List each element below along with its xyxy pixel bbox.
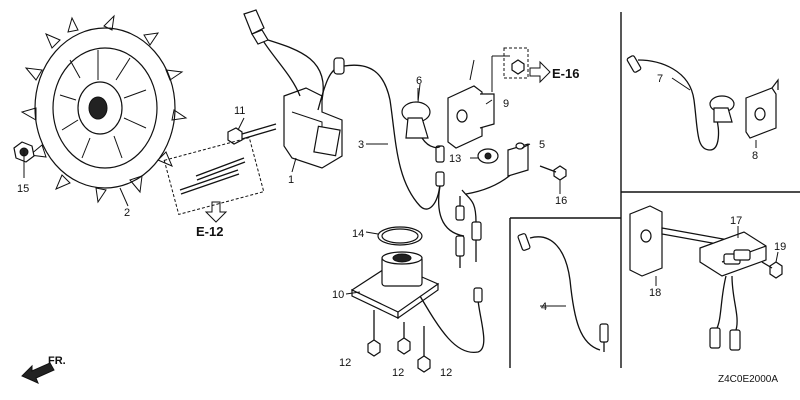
front-direction-arrow: FR. xyxy=(21,355,66,384)
wire-harness xyxy=(333,57,517,268)
callout-7: 7 xyxy=(657,73,663,85)
callout-18: 18 xyxy=(649,287,661,299)
callout-6: 6 xyxy=(416,75,422,87)
bolt-19 xyxy=(761,261,783,279)
o-ring xyxy=(377,226,423,246)
wire-clamp xyxy=(477,148,499,164)
flywheel xyxy=(20,14,188,204)
callout-14: 14 xyxy=(352,228,364,240)
panel-dividers xyxy=(509,12,800,368)
callout-15: 15 xyxy=(17,183,29,195)
wire-4 xyxy=(517,233,609,352)
callout-12b: 12 xyxy=(392,367,404,379)
direction-label: FR. xyxy=(48,355,66,367)
callout-12c: 12 xyxy=(440,367,452,379)
callout-17: 17 xyxy=(730,215,742,227)
callout-16: 16 xyxy=(555,195,567,207)
flange-bolt-c xyxy=(417,326,431,373)
switch-8 xyxy=(745,78,779,139)
ignition-coil xyxy=(243,9,343,169)
callout-12a: 12 xyxy=(339,357,351,369)
callout-4: 4 xyxy=(541,301,547,313)
callout-5: 5 xyxy=(539,139,545,151)
callout-19: 19 xyxy=(774,241,786,253)
callout-8: 8 xyxy=(752,150,758,162)
flange-bolt-b xyxy=(397,322,411,355)
switch-bracket xyxy=(447,47,551,149)
flywheel-nut xyxy=(13,141,35,178)
diagram-code: Z4C0E2000A xyxy=(718,374,778,385)
oil-level-switch xyxy=(350,251,485,353)
callout-10: 10 xyxy=(332,289,344,301)
callout-labels: 1 2 3 4 5 6 7 8 9 10 11 12 12 12 13 14 1… xyxy=(17,73,786,379)
leader-lines xyxy=(119,77,779,307)
flange-bolts xyxy=(367,310,431,373)
callout-3: 3 xyxy=(358,139,364,151)
callout-13: 13 xyxy=(449,153,461,165)
oil-alert-switch xyxy=(401,83,441,149)
ref-e16: E-16 xyxy=(552,66,579,81)
callout-1: 1 xyxy=(288,174,294,186)
ref-e12: E-12 xyxy=(196,224,223,239)
stud-bolts-group xyxy=(163,136,265,223)
bolt-16 xyxy=(539,165,567,181)
flange-bolt-a xyxy=(367,310,381,357)
callout-2: 2 xyxy=(124,207,130,219)
control-unit xyxy=(699,231,767,351)
rectifier-diode xyxy=(507,142,529,177)
coil-bolt xyxy=(227,117,277,145)
wire-7 xyxy=(626,55,735,151)
callout-9: 9 xyxy=(503,98,509,110)
callout-11: 11 xyxy=(234,105,245,117)
